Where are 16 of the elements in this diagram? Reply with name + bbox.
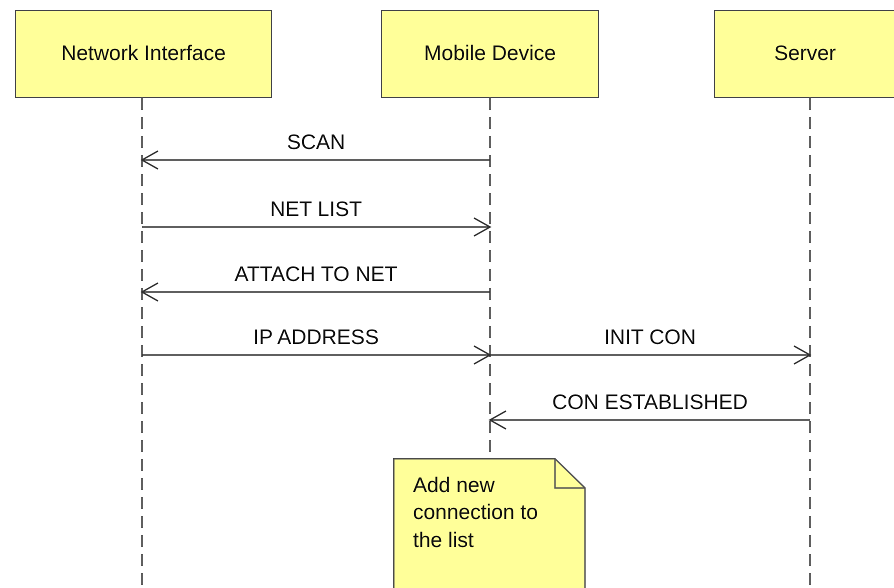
message-arrow [141,282,490,302]
message-arrow [141,150,490,170]
message-arrow [490,345,811,365]
message-arrow [489,410,810,430]
participant-box: Network Interface [15,10,272,98]
message-arrow [142,217,491,237]
edge-label: ATTACH TO NET [234,264,398,285]
edge-label: CON ESTABLISHED [552,392,748,413]
note: Add new connection to the list [393,458,586,588]
participant-box: Mobile Device [381,10,599,98]
edge-label: IP ADDRESS [253,327,379,348]
edge-label: INIT CON [604,327,696,348]
participant-box: Server [714,10,894,98]
message-arrow [142,345,491,365]
edge-label: NET LIST [270,199,362,220]
edge-label: SCAN [286,132,346,153]
